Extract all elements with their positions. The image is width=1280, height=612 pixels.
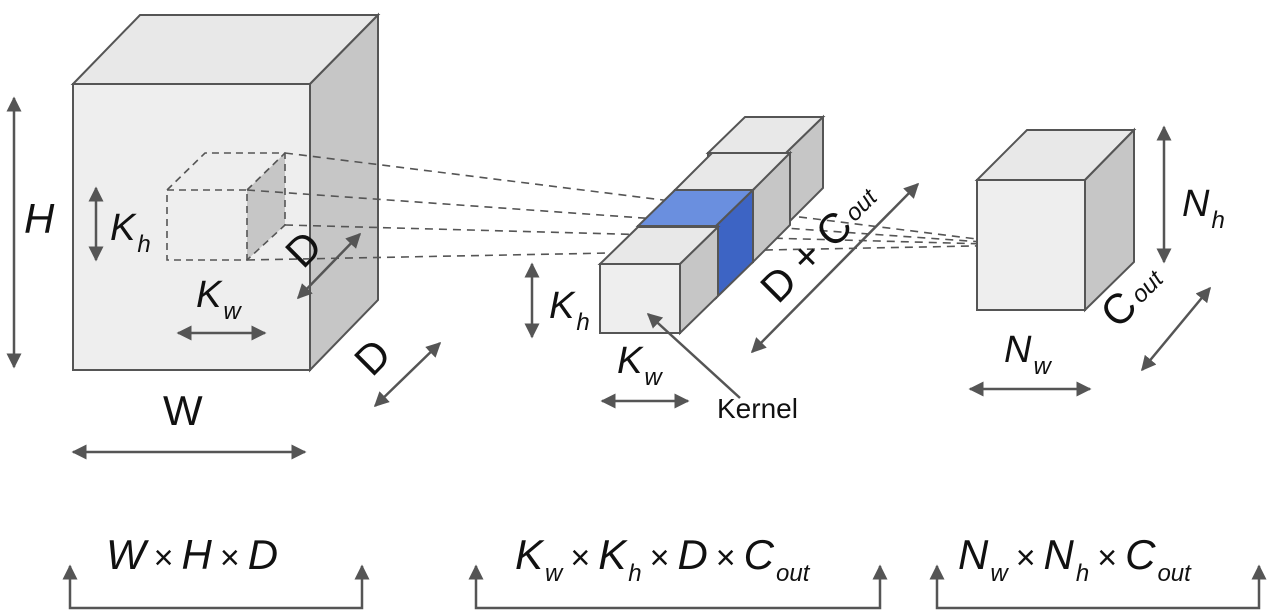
input-arrows — [6, 96, 442, 460]
input-formula: W×H×D — [106, 531, 278, 578]
kernel-pointer-arrow — [646, 312, 741, 399]
kernel-arrows — [524, 182, 920, 409]
input-height-label: H — [24, 195, 55, 242]
output-volume-front — [976, 179, 1086, 311]
kernel-caption: Kernel — [717, 393, 798, 424]
output-width-label: Nw — [1004, 329, 1052, 380]
kernel-formula-bracket — [468, 564, 888, 610]
output-arrows — [968, 125, 1211, 397]
window-depth-arrow — [296, 232, 362, 300]
output-volume — [974, 127, 1137, 313]
kernel-height-label: Kh — [549, 285, 590, 336]
formula-brackets — [62, 564, 1267, 610]
window-height-label: Kh — [110, 207, 151, 258]
window-width-label: Kw — [196, 274, 242, 325]
input-width-label: W — [163, 387, 203, 434]
kernel-formula: Kw×Kh×D×Cout — [515, 531, 811, 587]
output-formula: Nw×Nh×Cout — [958, 531, 1192, 587]
output-depth-arrow — [1141, 286, 1211, 372]
kernel-front-cube — [599, 263, 681, 334]
kernel-width-label: Kw — [617, 340, 663, 391]
depth-arrow — [373, 341, 442, 408]
output-height-label: Nh — [1182, 183, 1225, 234]
kernel-depth-arrow — [750, 182, 920, 354]
input-formula-bracket — [62, 564, 370, 610]
input-depth-label: D — [345, 330, 400, 385]
output-formula-bracket — [929, 564, 1267, 610]
